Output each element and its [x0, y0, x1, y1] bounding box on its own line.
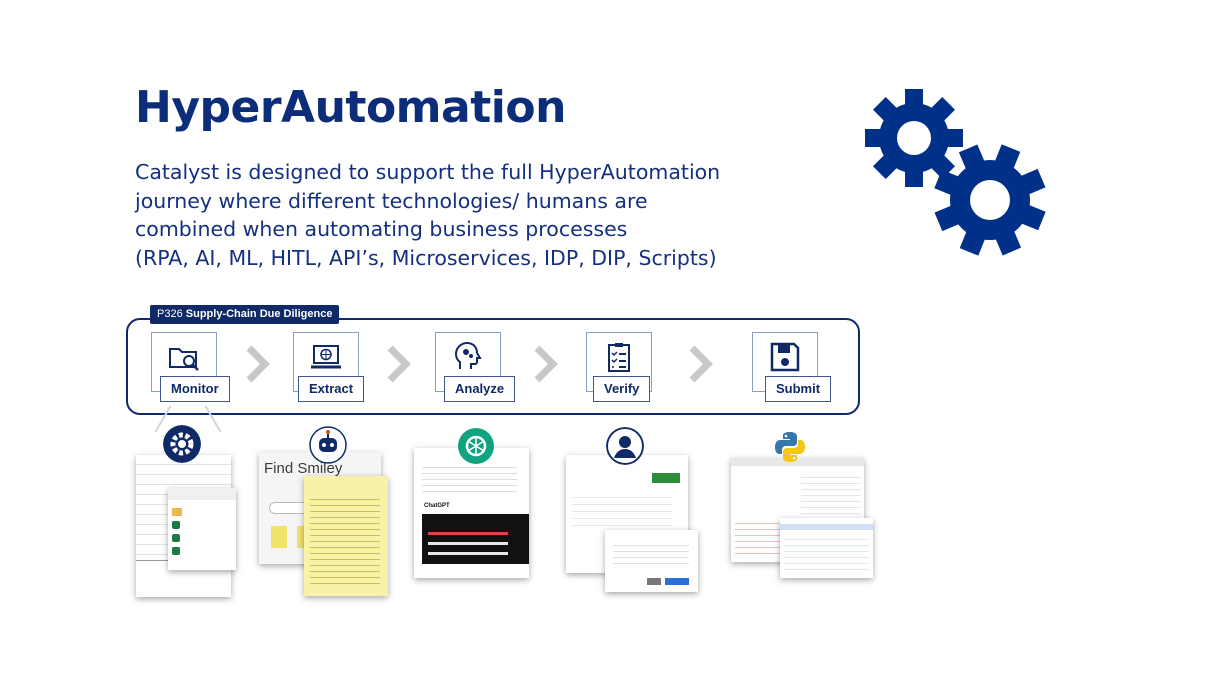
screenshot-smiley-report	[304, 476, 388, 596]
python-icon	[775, 432, 805, 462]
screenshot-file-explorer	[168, 488, 236, 570]
chevron-right-icon	[387, 346, 411, 382]
subtitle-line: combined when automating business proces…	[135, 217, 628, 241]
process-flow-frame	[126, 318, 860, 415]
step-label-monitor: Monitor	[160, 376, 230, 402]
screenshot-approval-dialog	[605, 530, 698, 592]
slide-subtitle: Catalyst is designed to support the full…	[135, 158, 755, 272]
step-label-extract: Extract	[298, 376, 365, 402]
screenshot-chatgpt	[414, 448, 529, 578]
step-label-submit: Submit	[765, 376, 832, 402]
chevron-right-icon	[246, 346, 270, 382]
process-name: Supply-Chain Due Diligence	[185, 308, 333, 320]
clipboard-checklist-icon	[608, 343, 630, 372]
process-tag: P326 Supply-Chain Due Diligence	[150, 305, 340, 324]
step-label-verify: Verify	[593, 376, 651, 402]
robot-icon	[309, 426, 347, 464]
subtitle-line: Catalyst is designed to support the full…	[135, 160, 721, 184]
find-smiley-heading: Find Smiley	[264, 460, 343, 477]
gears-icon	[865, 89, 1046, 256]
process-code: P326	[157, 308, 183, 320]
openai-icon	[458, 428, 494, 464]
uipath-gear-icon	[163, 425, 201, 463]
floppy-disk-icon	[770, 342, 800, 372]
chatgpt-label: ChatGPT	[424, 503, 450, 509]
folder-search-icon	[169, 348, 199, 371]
step-label-analyze: Analyze	[444, 376, 516, 402]
chevron-right-icon	[534, 346, 558, 382]
user-icon	[606, 427, 644, 465]
subtitle-line: journey where different technologies/ hu…	[135, 188, 648, 213]
slide-title: HyperAutomation	[135, 82, 566, 133]
chevron-right-icon	[689, 346, 713, 382]
laptop-globe-icon	[311, 345, 341, 369]
brain-head-icon	[454, 341, 482, 369]
screenshot-data-table	[780, 518, 873, 578]
subtitle-line: (RPA, AI, ML, HITL, API’s, Microservices…	[135, 245, 717, 270]
